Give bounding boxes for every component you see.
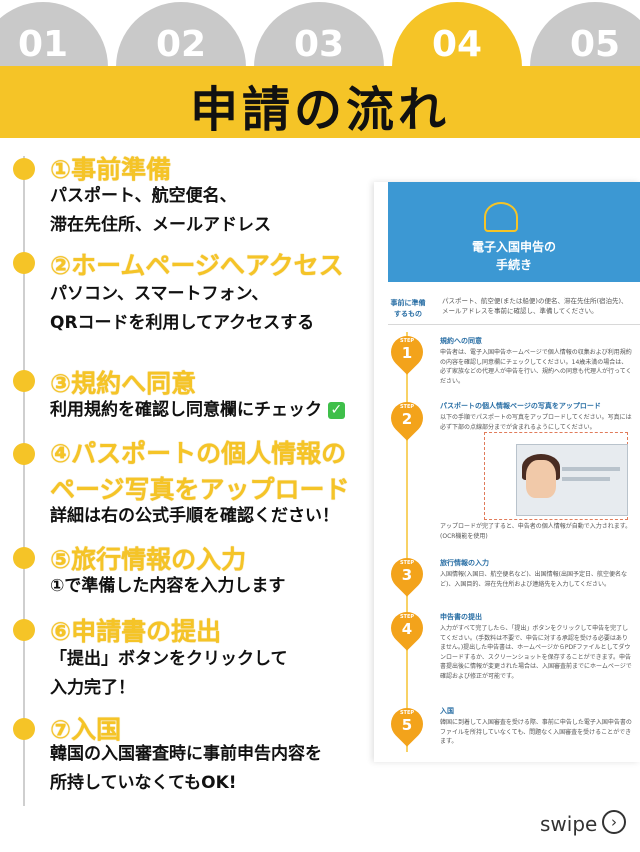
passport-photo-face bbox=[526, 460, 556, 498]
swipe-label[interactable]: swipe bbox=[540, 812, 598, 836]
doc-step-1-text: 申告者は、電子入国申告ホームページで個人情報の収集および利用規約の内容を確認し同… bbox=[440, 349, 632, 385]
timeline-dot bbox=[13, 619, 35, 641]
step-6-body: 「提出」ボタンをクリックして 入力完了！ bbox=[50, 649, 288, 698]
timeline-dot bbox=[13, 718, 35, 740]
doc-step-4-title: 申告書の提出 bbox=[440, 613, 482, 621]
chevron-right-icon[interactable]: › bbox=[602, 810, 626, 834]
doc-step-5-title: 入国 bbox=[440, 707, 454, 715]
doc-step-3-marker: STEP 3 bbox=[384, 551, 430, 600]
step-1-body: パスポート、航空便名、 滞在先住所、メールアドレス bbox=[50, 186, 271, 235]
timeline-dot bbox=[13, 252, 35, 274]
doc-step-5-marker: STEP 5 bbox=[384, 701, 430, 750]
page-title: 申請の流れ bbox=[189, 82, 450, 138]
step-3-title: ③規約へ同意 bbox=[50, 369, 197, 398]
official-procedure-image: 電子入国申告の 手続き 事前に準備 するもの パスポート、航空便(または船便)の… bbox=[374, 182, 640, 762]
doc-prep-text: パスポート、航空便(または船便)の便名、滞在先住所(宿泊先)、メールアドレスを事… bbox=[442, 297, 628, 315]
doc-step-2-after: アップロードが完了すると、申告者の個人情報が自動で入力されます。(OCR機能を使… bbox=[440, 523, 632, 540]
doc-step-2-marker: STEP 2 bbox=[384, 395, 430, 444]
doc-step-2-text: 以下の手順でパスポートの写真をアップロードしてください。写真には必ず下部の点線部… bbox=[440, 414, 632, 431]
doc-step-3-text: 入国情報(入国日、航空便名など)、出国情報(出国予定日、航空便名など)、入国目的… bbox=[440, 571, 628, 588]
step-7-title: ⑦入国 bbox=[50, 715, 122, 744]
doc-step-5-text: 韓国に到着して入国審査を受ける際、事前に申告した電子入国申告書のファイルを所持し… bbox=[440, 719, 632, 745]
passport-text-line bbox=[562, 467, 620, 471]
doc-divider bbox=[388, 324, 640, 325]
step-1-title: ①事前準備 bbox=[50, 155, 172, 184]
doc-timeline bbox=[406, 332, 408, 752]
doc-step-2-title: パスポートの個人情報ページの写真をアップロード bbox=[440, 402, 601, 410]
title-band bbox=[0, 66, 640, 138]
doc-step-3-title: 旅行情報の入力 bbox=[440, 559, 489, 567]
passport-text-line bbox=[562, 477, 610, 481]
doc-step-1-marker: STEP 1 bbox=[384, 329, 430, 378]
timeline-dot bbox=[13, 443, 35, 465]
doc-header bbox=[388, 182, 640, 282]
doc-step-1-title: 規約への同意 bbox=[440, 337, 482, 345]
step-5-body: ①で準備した内容を入力します bbox=[50, 576, 286, 596]
step-7-body: 韓国の入国審査時に事前申告内容を 所持していなくてもOK! bbox=[50, 744, 322, 793]
step-3-body: 利用規約を確認し同意欄にチェック ✓ bbox=[50, 396, 345, 425]
step-4-title: ④パスポートの個人情報の ページ写真をアップロード bbox=[50, 439, 350, 504]
doc-step-4-marker: STEP 4 bbox=[384, 605, 430, 654]
timeline-dot bbox=[13, 547, 35, 569]
step-2-title: ②ホームページへアクセス bbox=[50, 251, 344, 280]
doc-step-4-text: 入力がすべて完了したら、「提出」ボタンをクリックして申告を完了してください。(手… bbox=[440, 625, 632, 680]
timeline-dot bbox=[13, 158, 35, 180]
step-6-title: ⑥申請書の提出 bbox=[50, 617, 222, 646]
people-icon bbox=[484, 202, 518, 232]
step-5-title: ⑤旅行情報の入力 bbox=[50, 545, 247, 574]
check-icon: ✓ bbox=[327, 401, 345, 419]
step-2-body: パソコン、スマートフォン、 QRコードを利用してアクセスする bbox=[50, 284, 315, 333]
doc-prep-label: 事前に準備 するもの bbox=[390, 299, 426, 318]
doc-title: 電子入国申告の 手続き bbox=[471, 240, 556, 272]
timeline-line bbox=[23, 156, 25, 806]
timeline-dot bbox=[13, 370, 35, 392]
step-4-body: 詳細は右の公式手順を確認ください！ bbox=[50, 506, 339, 526]
